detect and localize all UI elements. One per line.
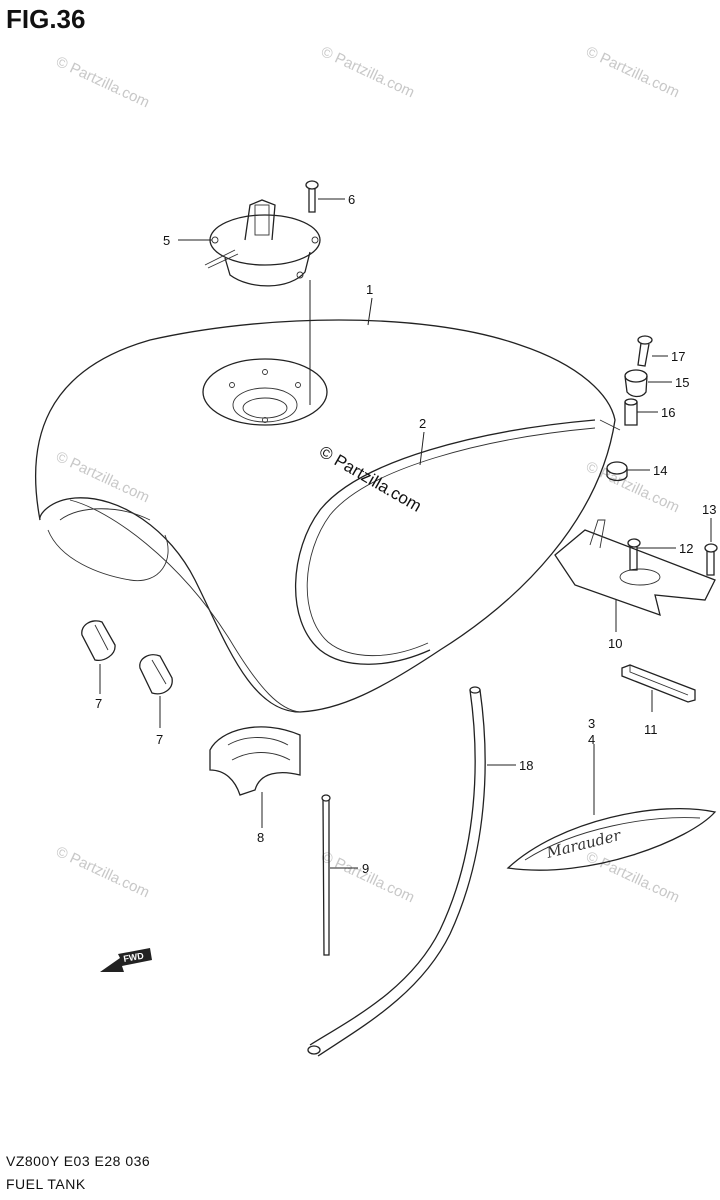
callout-8: 8 (257, 830, 264, 845)
watermark: © Partzilla.com (53, 448, 152, 506)
callout-16: 16 (661, 405, 675, 420)
tank-edge-trim (294, 419, 596, 665)
clamp-band (321, 794, 331, 956)
callout-14: 14 (653, 463, 667, 478)
watermark: © Partzilla.com (583, 43, 682, 101)
callout-7: 7 (95, 696, 102, 711)
callout-10: 10 (608, 636, 622, 651)
mount-spacer (624, 398, 638, 426)
callout-4: 4 (588, 732, 595, 747)
fwd-arrow: FWD (100, 948, 152, 972)
watermark: © Partzilla.com (583, 848, 682, 906)
callout-2: 2 (419, 416, 426, 431)
watermark: © Partzilla.com (53, 53, 152, 111)
mount-cushion (624, 369, 648, 398)
cushion-strip (621, 664, 696, 703)
callout-18: 18 (519, 758, 533, 773)
callout-5: 5 (163, 233, 170, 248)
grommet (139, 654, 173, 695)
watermark: © Partzilla.com (53, 843, 152, 901)
callout-17: 17 (671, 349, 685, 364)
emblem-text: Marauder (544, 826, 624, 862)
section-name: FUEL TANK (6, 1176, 86, 1192)
tank-bracket (554, 519, 716, 617)
callouts: 1 2 3 4 5 6 7 7 8 9 10 11 12 13 14 15 16… (95, 192, 716, 876)
watermark: © Partzilla.com (318, 43, 417, 101)
callout-7: 7 (156, 732, 163, 747)
leader-lines (99, 198, 712, 869)
breather-hose (307, 686, 486, 1057)
mount-grommet (606, 461, 628, 482)
mount-bolt (637, 335, 653, 367)
callout-12: 12 (679, 541, 693, 556)
callout-15: 15 (675, 375, 689, 390)
callout-13: 13 (702, 502, 716, 517)
callout-9: 9 (362, 861, 369, 876)
callout-3: 3 (588, 716, 595, 731)
callout-1: 1 (366, 282, 373, 297)
callout-11: 11 (644, 722, 658, 737)
fwd-arrow-label: FWD (123, 950, 145, 963)
center-watermark: © Partzilla.com (316, 442, 425, 516)
fuel-cap (204, 199, 321, 287)
bracket-bolt (627, 538, 641, 571)
tank-emblem: Marauder (506, 807, 717, 871)
tank-damper (209, 726, 301, 796)
watermark: © Partzilla.com (318, 848, 417, 906)
model-code: VZ800Y E03 E28 036 (6, 1153, 151, 1169)
callout-6: 6 (348, 192, 355, 207)
figure-title: FIG.36 (6, 4, 86, 34)
bracket-bolt (704, 543, 718, 576)
grommet (81, 620, 116, 661)
cap-bolt (305, 180, 319, 213)
fuel-tank (34, 319, 621, 713)
